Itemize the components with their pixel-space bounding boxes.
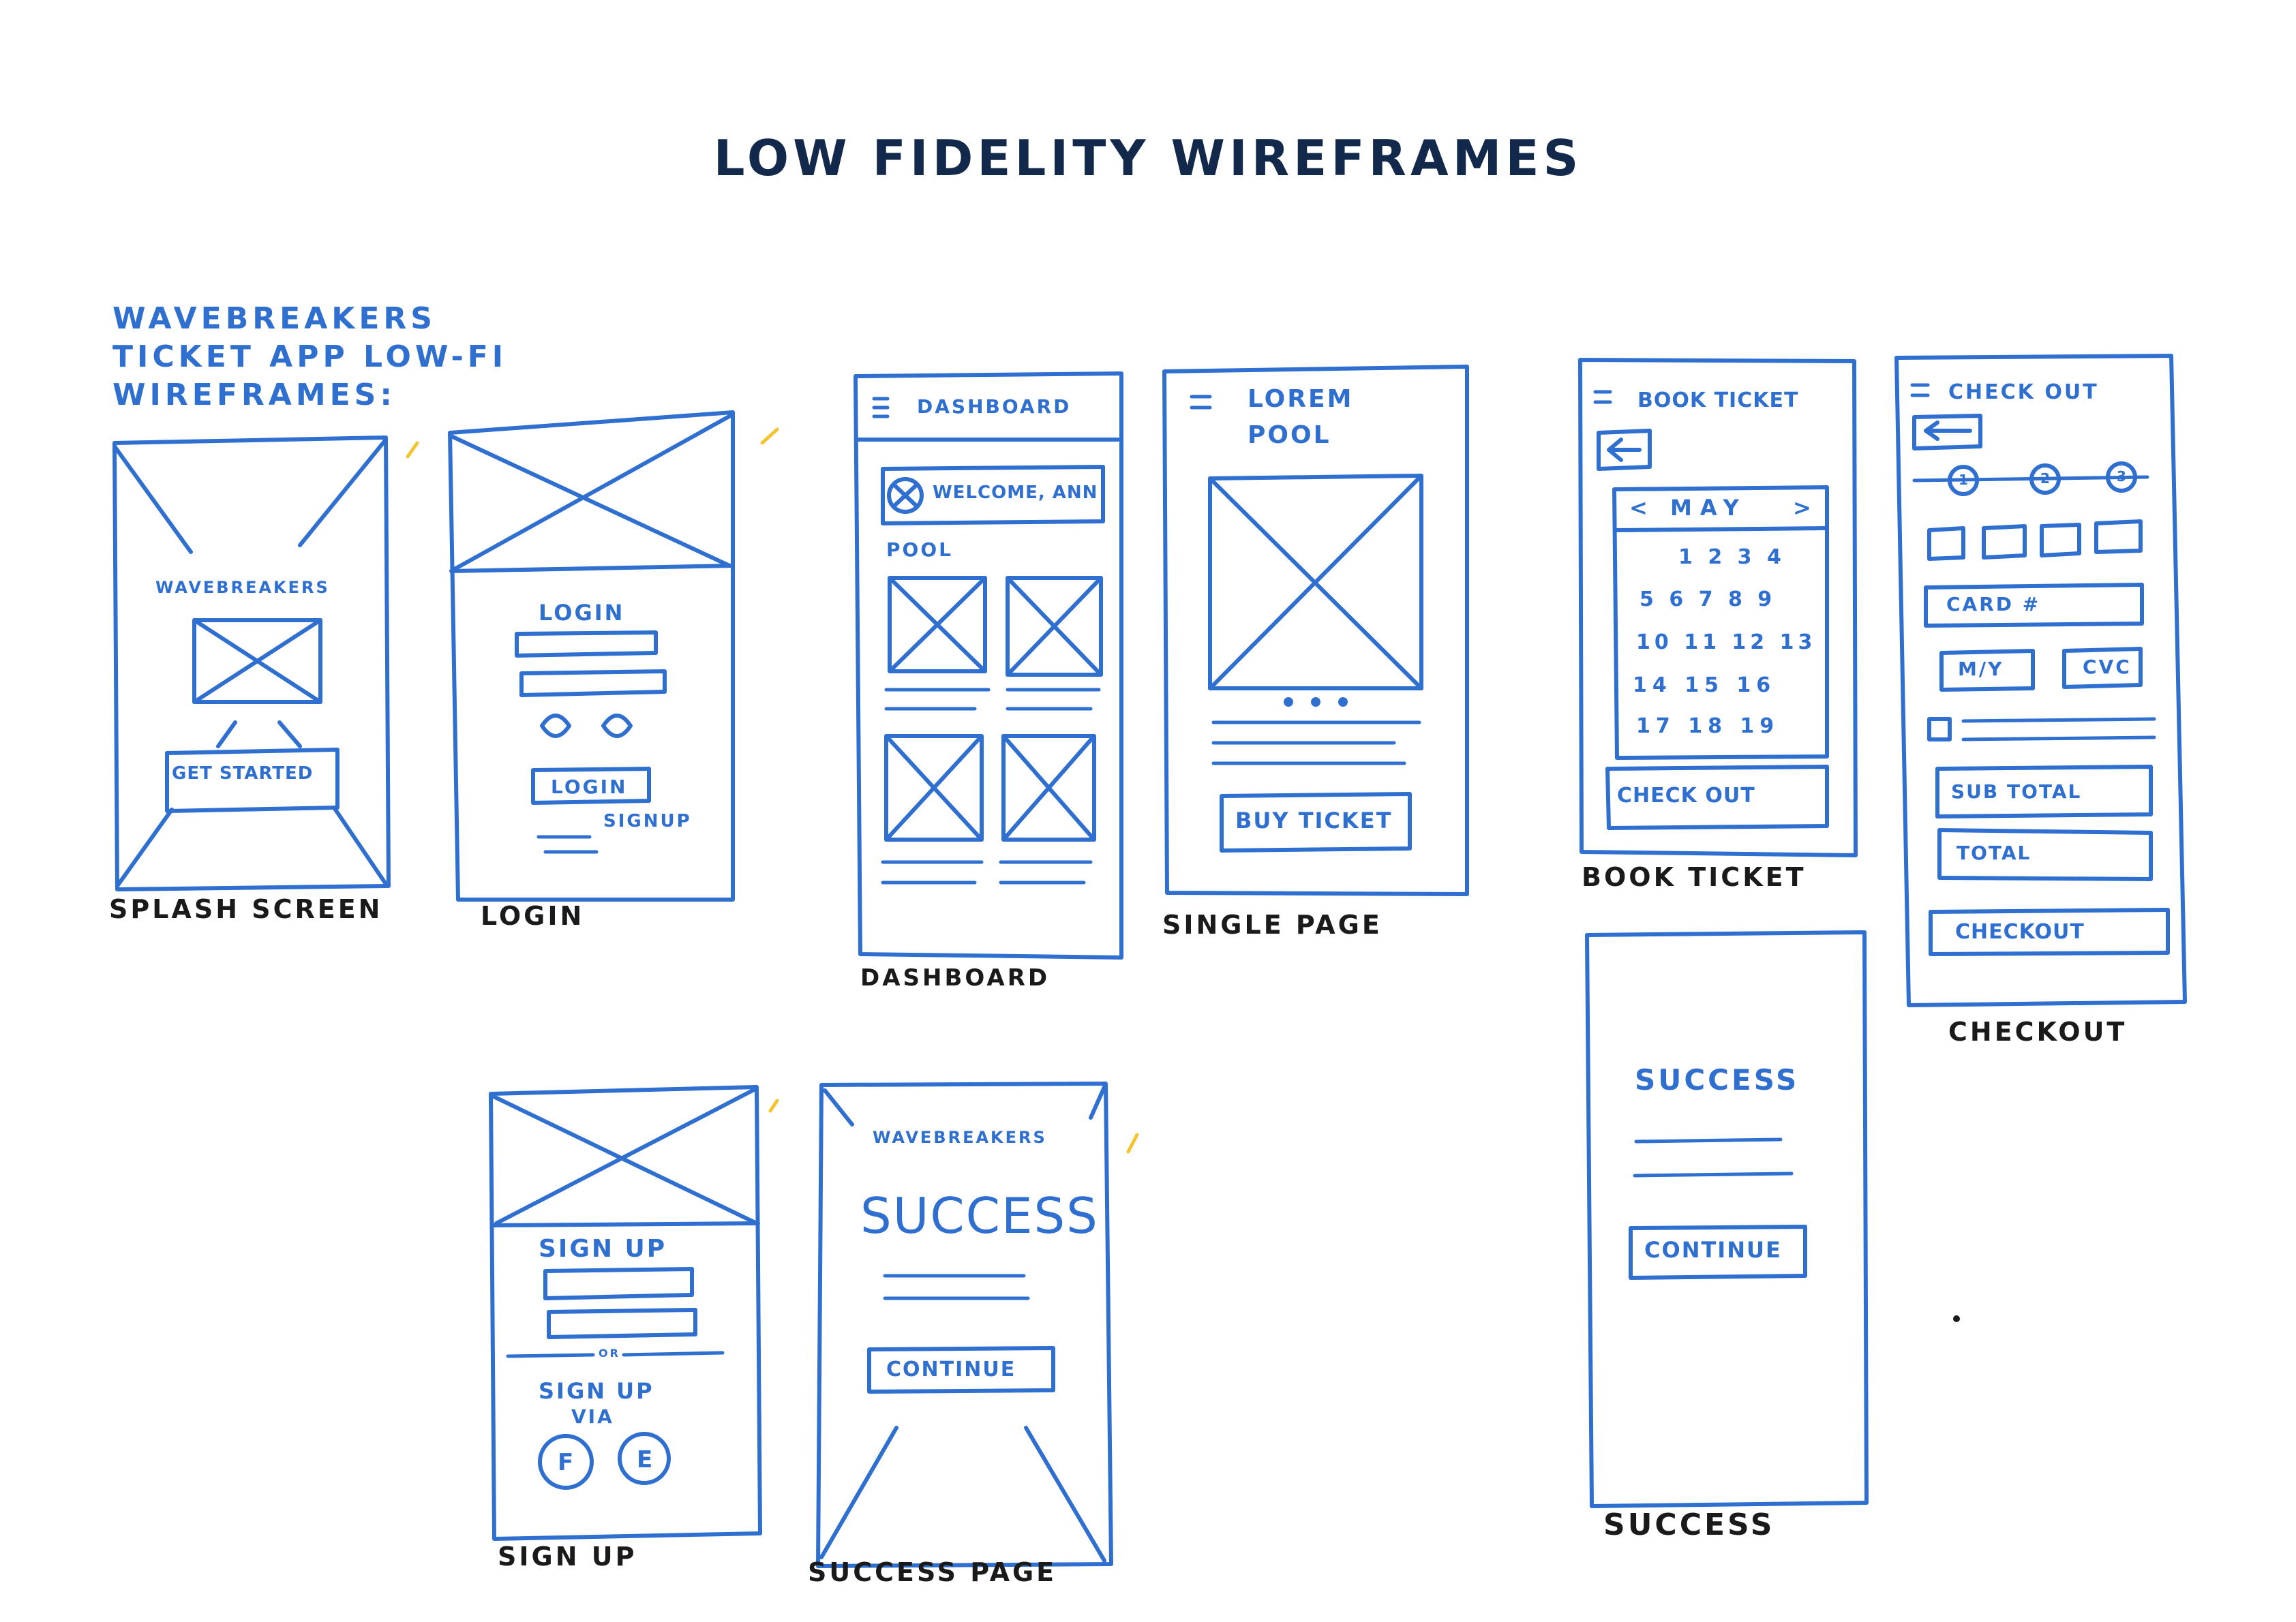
calendar-row-3: 10 11 12 13 xyxy=(1636,630,1817,654)
label-success: SUCCESS xyxy=(1603,1508,1775,1542)
calendar-row-2: 5 6 7 8 9 xyxy=(1640,587,1777,611)
card-number-field[interactable]: CARD # xyxy=(1946,593,2041,615)
greeting-text: WELCOME, ANN xyxy=(933,483,1098,503)
buy-ticket-button[interactable]: BUY TICKET xyxy=(1235,808,1393,833)
cvc-field[interactable]: CVC xyxy=(2083,656,2132,678)
subtotal-row: SUB TOTAL xyxy=(1951,780,2082,803)
success-continue-button[interactable]: CONTINUE xyxy=(1644,1237,1782,1263)
intro-line-2: TICKET APP LOW-FI xyxy=(112,339,508,374)
label-success-page: SUCCESS PAGE xyxy=(808,1557,1057,1587)
success-page-brand: WAVEBREAKERS xyxy=(873,1128,1047,1147)
calendar-month: MAY xyxy=(1670,495,1747,521)
pool-section-label: POOL xyxy=(886,538,953,561)
login-frame xyxy=(448,410,735,902)
month-prev-icon[interactable]: < xyxy=(1629,495,1650,521)
label-splash: SPLASH SCREEN xyxy=(109,894,383,924)
single-header-line1: LOREM xyxy=(1248,385,1354,413)
single-page-frame xyxy=(1162,365,1469,896)
step-2: 2 xyxy=(2040,470,2050,487)
email-icon[interactable]: E xyxy=(637,1446,653,1473)
signup-via-line1: SIGN UP xyxy=(539,1378,654,1404)
book-ticket-header: BOOK TICKET xyxy=(1637,388,1799,412)
label-single-page: SINGLE PAGE xyxy=(1162,910,1383,940)
label-checkout: CHECKOUT xyxy=(1948,1017,2128,1047)
expiry-field[interactable]: M/Y xyxy=(1958,658,2004,680)
intro-note: WAVEBREAKERS TICKET APP LOW-FI WIREFRAME… xyxy=(112,300,507,414)
continue-button[interactable]: CONTINUE xyxy=(886,1358,1016,1381)
success-frame xyxy=(1585,930,1869,1508)
dashboard-header: DASHBOARD xyxy=(917,395,1072,418)
check-out-button[interactable]: CHECK OUT xyxy=(1617,784,1755,808)
checkout-button[interactable]: CHECKOUT xyxy=(1955,920,2085,944)
signup-heading: SIGN UP xyxy=(539,1235,667,1263)
intro-line-1: WAVEBREAKERS xyxy=(112,301,436,336)
label-sign-up: SIGN UP xyxy=(498,1542,637,1572)
success-heading: SUCCESS xyxy=(1635,1063,1800,1097)
calendar-row-1: 1 2 3 4 xyxy=(1678,545,1785,569)
step-3: 3 xyxy=(2117,468,2126,485)
calendar-row-4: 14 15 16 xyxy=(1633,673,1777,697)
dashboard-frame xyxy=(854,371,1123,960)
label-book-ticket: BOOK TICKET xyxy=(1582,862,1807,892)
checkout-frame xyxy=(1894,354,2187,1007)
calendar-row-5: 17 18 19 xyxy=(1636,714,1780,738)
single-header-line2: POOL xyxy=(1248,421,1331,449)
or-divider: OR xyxy=(599,1347,620,1360)
checkout-header: CHECK OUT xyxy=(1948,380,2099,404)
total-row: TOTAL xyxy=(1957,842,2031,864)
success-page-frame xyxy=(816,1082,1113,1568)
intro-line-3: WIREFRAMES: xyxy=(112,378,396,412)
page-title: LOW FIDELITY WIREFRAMES xyxy=(713,129,1583,187)
success-page-heading: SUCCESS xyxy=(860,1187,1099,1244)
label-login: LOGIN xyxy=(481,901,585,931)
month-next-icon[interactable]: > xyxy=(1793,495,1813,521)
signup-frame xyxy=(489,1085,762,1541)
signup-link[interactable]: SIGNUP xyxy=(603,811,692,831)
facebook-icon[interactable]: F xyxy=(558,1449,574,1476)
login-heading: LOGIN xyxy=(539,600,625,626)
splash-frame xyxy=(112,435,391,891)
splash-brand: WAVEBREAKERS xyxy=(155,578,330,597)
login-button[interactable]: LOGIN xyxy=(551,776,628,798)
label-dashboard: DASHBOARD xyxy=(860,964,1051,992)
signup-via-line2: VIA xyxy=(571,1405,614,1428)
book-ticket-frame xyxy=(1578,358,1858,857)
get-started-button[interactable]: GET STARTED xyxy=(172,763,314,784)
step-1: 1 xyxy=(1959,472,1968,488)
